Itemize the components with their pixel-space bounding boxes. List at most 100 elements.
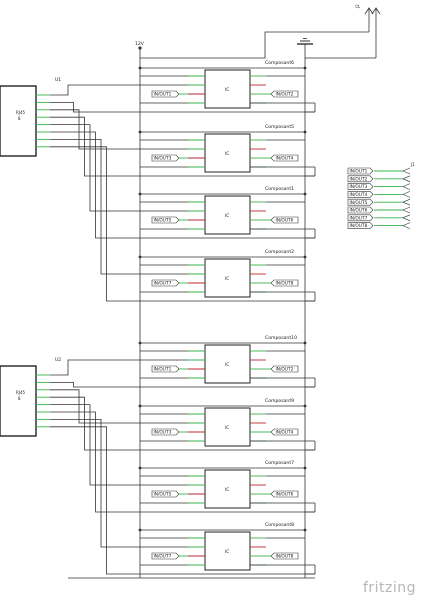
- net-label: IN/OUT8: [347, 222, 374, 229]
- net-label: IN/OUT6: [270, 490, 299, 498]
- ic-body: [204, 133, 251, 173]
- component-name: Composant7: [265, 460, 294, 466]
- ic-label: IC: [225, 362, 229, 368]
- rj45-type: RJ45: [16, 390, 26, 395]
- j1-pin: IN/OUT4: [347, 191, 411, 198]
- ic-label: IC: [225, 151, 229, 157]
- net-label-text: IN/OUT5: [350, 200, 368, 206]
- wiring: [50, 84, 316, 579]
- rj45-pincount: 8: [18, 396, 21, 401]
- fritzing-brand: fritzing: [362, 580, 416, 596]
- net-label-text: IN/OUT6: [276, 218, 294, 224]
- net-label-text: IN/OUT6: [350, 208, 368, 214]
- j2-ref: J2: [355, 4, 360, 9]
- ic-label: IC: [225, 425, 229, 431]
- connector-j1: J1 IN/OUT1IN/OUT2IN/OUT3IN/OUT4IN/OUT5IN…: [347, 162, 415, 229]
- component-name: Composant8: [265, 522, 294, 528]
- net-label-text: IN/OUT1: [350, 169, 368, 175]
- ic-label: IC: [225, 213, 229, 219]
- j1-pin: IN/OUT1: [347, 167, 411, 175]
- component-name: Composant10: [265, 335, 297, 341]
- power-rail-12v: 12V: [135, 41, 145, 578]
- ic-label: IC: [225, 276, 229, 282]
- net-label-text: IN/OUT7: [350, 215, 368, 221]
- net-label: IN/OUT8: [270, 279, 299, 287]
- j1-pin: IN/OUT2: [347, 175, 411, 182]
- component-name: Composant5: [265, 124, 294, 130]
- ic-body: [204, 469, 251, 509]
- component-name: Composant6: [265, 60, 294, 66]
- ic-body: [204, 195, 251, 235]
- component-name: Composant9: [265, 398, 294, 404]
- net-label: IN/OUT1: [347, 167, 374, 175]
- net-label-text: IN/OUT4: [350, 192, 368, 198]
- net-label: IN/OUT7: [151, 552, 180, 560]
- net-label: IN/OUT4: [270, 428, 299, 436]
- ic-body: [204, 344, 251, 384]
- net-label-text: IN/OUT2: [276, 92, 294, 98]
- ic-body: [204, 258, 251, 298]
- net-label: IN/OUT3: [151, 428, 180, 436]
- net-label: IN/OUT6: [270, 216, 299, 224]
- j1-pin: IN/OUT7: [347, 214, 411, 221]
- net-label: IN/OUT5: [347, 198, 374, 206]
- net-label: IN/OUT5: [151, 490, 180, 498]
- j1-pin: IN/OUT6: [347, 206, 411, 214]
- net-label-text: IN/OUT3: [154, 156, 172, 162]
- net-label: IN/OUT7: [151, 279, 180, 287]
- ic-label: IC: [225, 87, 229, 93]
- net-label: IN/OUT1: [151, 365, 180, 373]
- net-label-text: IN/OUT5: [154, 492, 172, 498]
- net-label: IN/OUT2: [270, 365, 299, 373]
- net-label-text: IN/OUT8: [276, 281, 294, 287]
- net-label-text: IN/OUT1: [154, 367, 172, 373]
- net-label: IN/OUT4: [347, 191, 374, 198]
- rj45-ref: U1: [55, 77, 61, 83]
- net-label: IN/OUT3: [347, 183, 374, 190]
- net-label-text: IN/OUT4: [276, 156, 294, 162]
- j1-pin: IN/OUT5: [347, 198, 411, 206]
- net-label: IN/OUT2: [270, 90, 299, 98]
- net-label-text: IN/OUT2: [350, 176, 368, 182]
- net-label: IN/OUT6: [347, 206, 374, 214]
- ic-body: [204, 69, 251, 109]
- net-label: IN/OUT3: [151, 154, 180, 162]
- rj45-body: [0, 85, 37, 157]
- net-label: IN/OUT1: [151, 90, 180, 98]
- j1-pin: IN/OUT8: [347, 222, 411, 229]
- net-label-text: IN/OUT3: [154, 430, 172, 436]
- net-label: IN/OUT8: [270, 552, 299, 560]
- component-name: Composant1: [265, 186, 294, 192]
- net-label-text: IN/OUT8: [350, 223, 368, 229]
- net-label: IN/OUT4: [270, 154, 299, 162]
- j1-ref: J1: [410, 162, 415, 167]
- net-label-text: IN/OUT6: [276, 492, 294, 498]
- connector-j2: J2: [140, 4, 381, 59]
- j1-pin: IN/OUT3: [347, 183, 411, 190]
- ic-body: [204, 407, 251, 447]
- net-label-text: IN/OUT7: [154, 554, 172, 560]
- vcc-label: 12V: [135, 41, 145, 47]
- net-label: IN/OUT2: [347, 175, 374, 182]
- net-label-text: IN/OUT8: [276, 554, 294, 560]
- ground-rail: [297, 38, 313, 578]
- rj45-pincount: 8: [18, 116, 21, 121]
- ic-body: [204, 531, 251, 571]
- net-label: IN/OUT7: [347, 214, 374, 221]
- net-label-text: IN/OUT5: [154, 218, 172, 224]
- net-label: IN/OUT5: [151, 216, 180, 224]
- component-name: Composant2: [265, 249, 294, 255]
- ic-label: IC: [225, 487, 229, 493]
- net-label-text: IN/OUT4: [276, 430, 294, 436]
- rj45-body: [0, 365, 37, 437]
